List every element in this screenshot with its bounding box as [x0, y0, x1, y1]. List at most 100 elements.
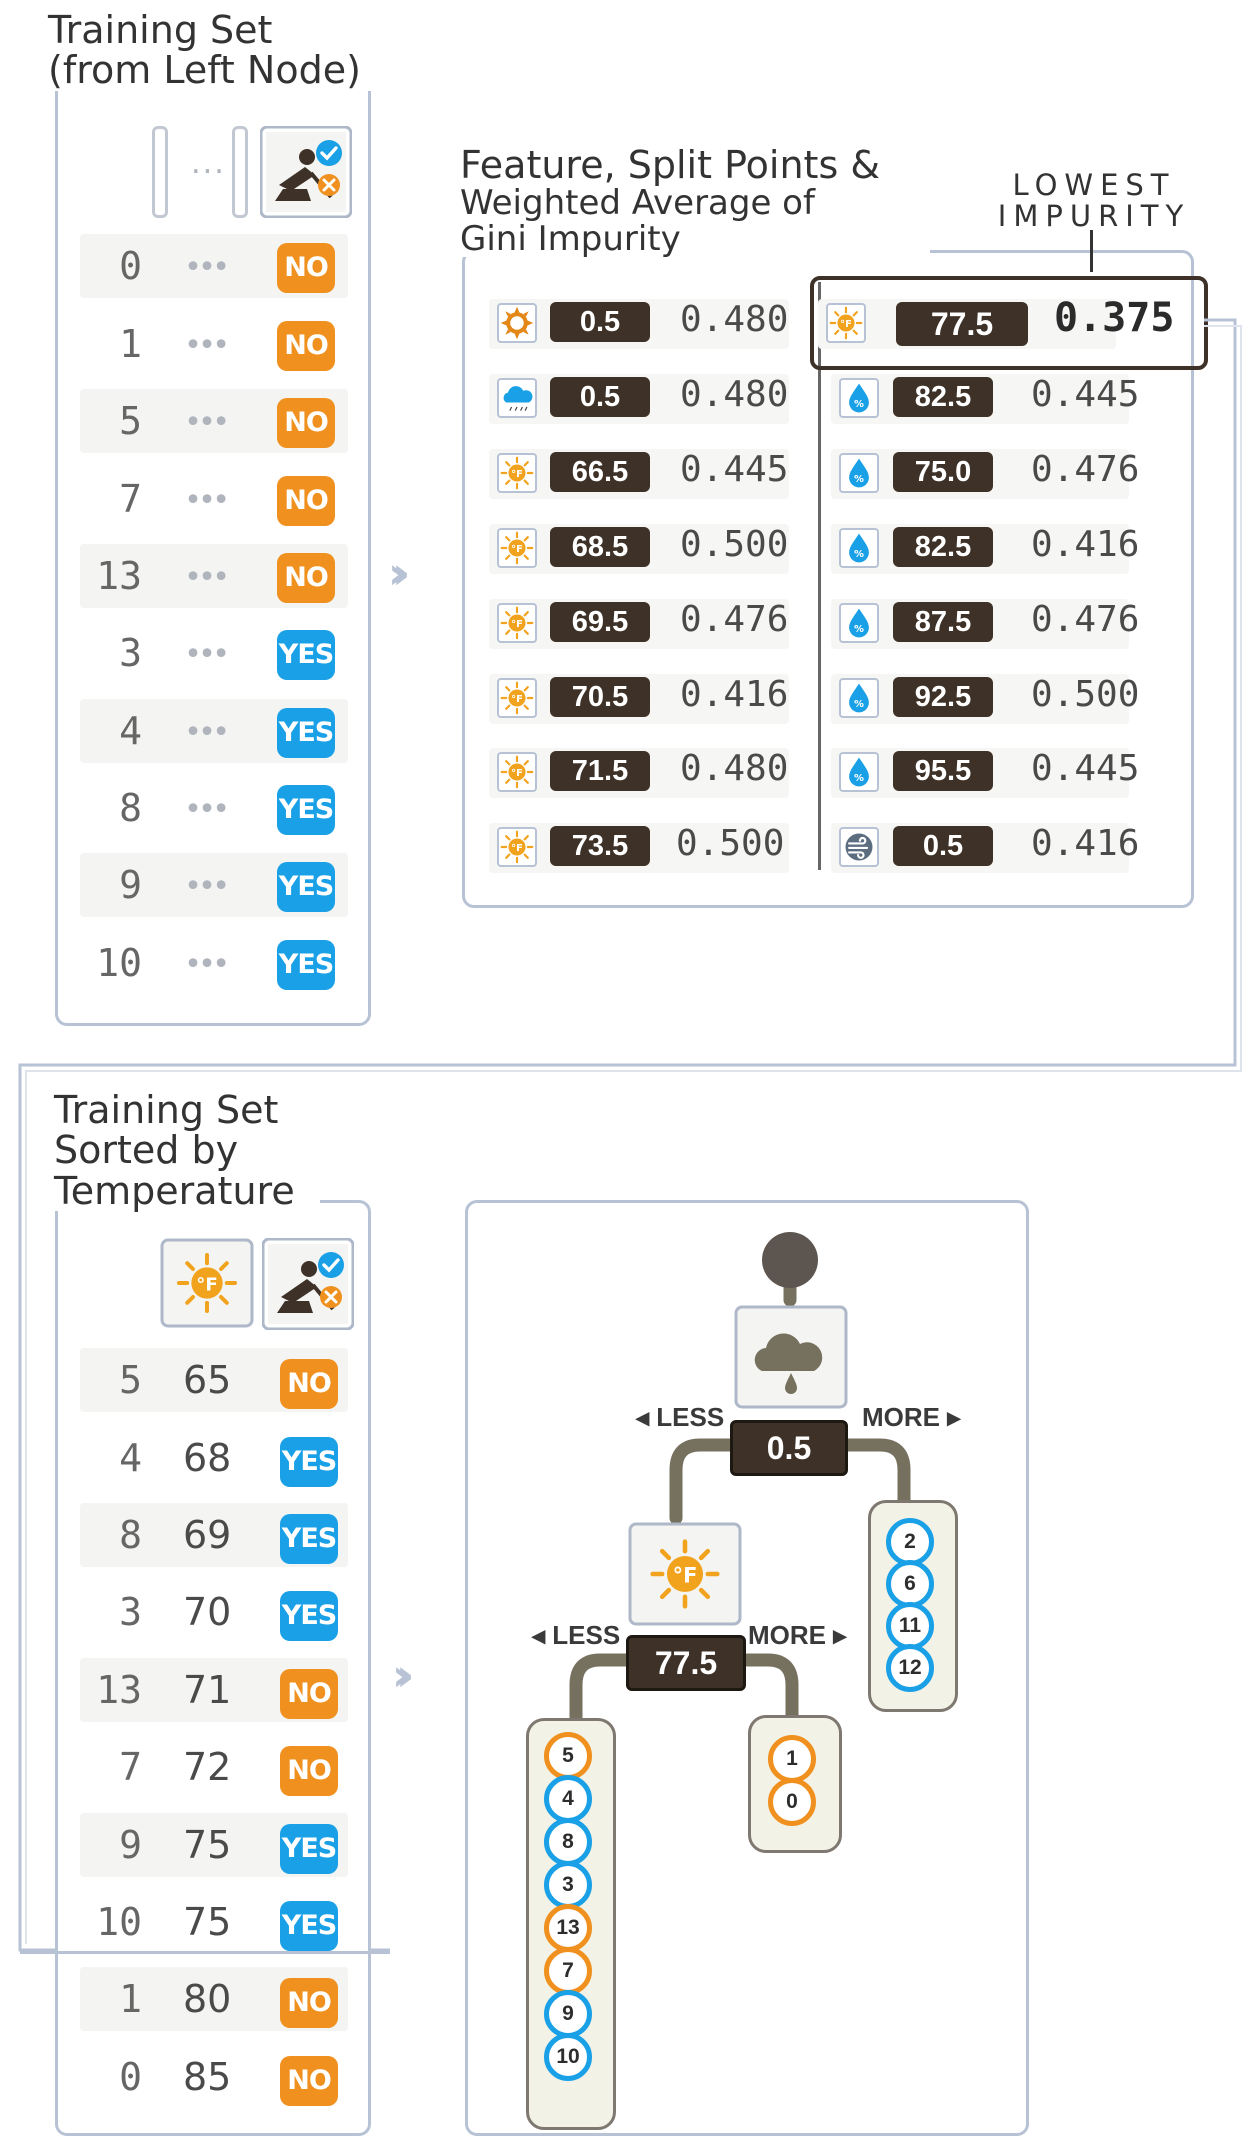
sample-circle: 8: [544, 1818, 592, 1866]
row-index: 9: [119, 1823, 142, 1867]
temperature-value: 75: [183, 1823, 232, 1867]
row-ellipsis: •••: [184, 947, 230, 982]
temperature-icon: [628, 1522, 742, 1626]
sample-circle: 9: [544, 1990, 592, 2038]
play-golf-badge: NO: [277, 476, 335, 526]
row-ellipsis: •••: [184, 405, 230, 440]
play-golf-badge: YES: [277, 708, 335, 758]
play-golf-badge: YES: [277, 785, 335, 835]
column-separator: [152, 126, 168, 218]
row-index: 1: [119, 1977, 142, 2021]
row-ellipsis: •••: [184, 869, 230, 904]
sample-circle: 5: [544, 1732, 592, 1780]
row-index: 7: [119, 477, 142, 521]
temperature-value: 68: [183, 1436, 232, 1480]
split-points-panel: [462, 250, 1194, 908]
root-more-label: MORE ▸: [862, 1402, 961, 1432]
gini-impurity-value: 0.416: [1031, 524, 1140, 565]
split-point-value: 82.5: [893, 377, 993, 417]
lowest-impurity-label: LOWEST IMPURITY: [985, 170, 1203, 232]
play-golf-badge: NO: [280, 1359, 338, 1409]
column-separator: [232, 126, 248, 218]
row-ellipsis: •••: [184, 560, 230, 595]
temperature-icon: [497, 678, 537, 718]
row-ellipsis: •••: [184, 328, 230, 363]
gini-impurity-value: 0.445: [1031, 748, 1140, 789]
sample-circle: 6: [886, 1560, 934, 1608]
gini-impurity-value: 0.480: [680, 299, 789, 340]
sample-circle: 10: [544, 2033, 592, 2081]
header-ellipsis: ...: [188, 150, 227, 180]
temperature-header-icon: [160, 1238, 254, 1328]
humidity-icon: [839, 378, 879, 418]
lowest-impurity-highlight: [810, 276, 1208, 370]
temperature-icon: [497, 453, 537, 493]
gini-impurity-value: 0.480: [680, 748, 789, 789]
play-golf-badge: NO: [280, 1978, 338, 2028]
child-more-label: MORE ▸: [748, 1620, 847, 1650]
sample-circle: 3: [544, 1861, 592, 1909]
gini-impurity-value: 0.480: [680, 374, 789, 415]
root-less-label: ◂ LESS: [636, 1402, 725, 1432]
split-point-value: 71.5: [550, 751, 650, 791]
gini-impurity-value: 0.445: [1031, 374, 1140, 415]
training-set-title: Training Set (from Left Node): [42, 10, 404, 91]
sample-circle: 2: [886, 1518, 934, 1566]
play-golf-badge: YES: [280, 1514, 338, 1564]
play-golf-badge: NO: [277, 553, 335, 603]
row-ellipsis: •••: [184, 637, 230, 672]
row-index: 0: [119, 244, 142, 288]
temperature-value: 85: [183, 2055, 232, 2099]
sorted-training-set-title: Training Set Sorted by Temperature: [48, 1090, 320, 1211]
row-index: 7: [119, 1745, 142, 1789]
row-index: 10: [96, 1900, 142, 1944]
sample-circle: 7: [544, 1947, 592, 1995]
split-point-value: 69.5: [550, 602, 650, 642]
split-point-value: 0.5: [550, 302, 650, 342]
split-point-value: 92.5: [893, 677, 993, 717]
temperature-value: 72: [183, 1745, 232, 1789]
wind-icon: [839, 827, 879, 867]
split-point-value: 0.5: [893, 826, 993, 866]
play-golf-badge: NO: [280, 2056, 338, 2106]
child-less-label: ◂ LESS: [532, 1620, 621, 1650]
row-index: 4: [119, 709, 142, 753]
gini-impurity-value: 0.476: [680, 599, 789, 640]
sample-circle: 11: [886, 1602, 934, 1650]
play-golf-badge: NO: [277, 398, 335, 448]
play-golf-badge: NO: [277, 321, 335, 371]
row-index: 1: [119, 322, 142, 366]
row-index: 9: [119, 863, 142, 907]
lowest-impurity-pointer: [1090, 230, 1093, 272]
row-ellipsis: •••: [184, 250, 230, 285]
humidity-icon: [839, 528, 879, 568]
rain-icon: [734, 1305, 848, 1409]
split-threshold-line: [20, 1951, 390, 1954]
temperature-value: 75: [183, 1900, 232, 1944]
row-index: 3: [119, 1590, 142, 1634]
split-point-value: 66.5: [550, 452, 650, 492]
play-golf-badge: NO: [277, 243, 335, 293]
row-index: 10: [96, 941, 142, 985]
humidity-icon: [839, 752, 879, 792]
temperature-icon: [497, 528, 537, 568]
split-point-value: 70.5: [550, 677, 650, 717]
sample-circle: 1: [768, 1735, 816, 1783]
row-ellipsis: •••: [184, 483, 230, 518]
temperature-value: 69: [183, 1513, 232, 1557]
gini-impurity-value: 0.500: [1031, 674, 1140, 715]
gini-impurity-value: 0.416: [680, 674, 789, 715]
temperature-value: 70: [183, 1590, 232, 1634]
humidity-icon: [839, 603, 879, 643]
child-split-value: 77.5: [626, 1635, 746, 1691]
sample-circle: 0: [768, 1778, 816, 1826]
gini-impurity-value: 0.500: [676, 823, 785, 864]
play-golf-badge: YES: [280, 1824, 338, 1874]
split-point-value: 75.0: [893, 452, 993, 492]
split-point-value: 82.5: [893, 527, 993, 567]
gini-impurity-value: 0.476: [1031, 599, 1140, 640]
gini-impurity-value: 0.500: [680, 524, 789, 565]
temperature-value: 71: [183, 1668, 232, 1712]
play-golf-badge: YES: [280, 1591, 338, 1641]
